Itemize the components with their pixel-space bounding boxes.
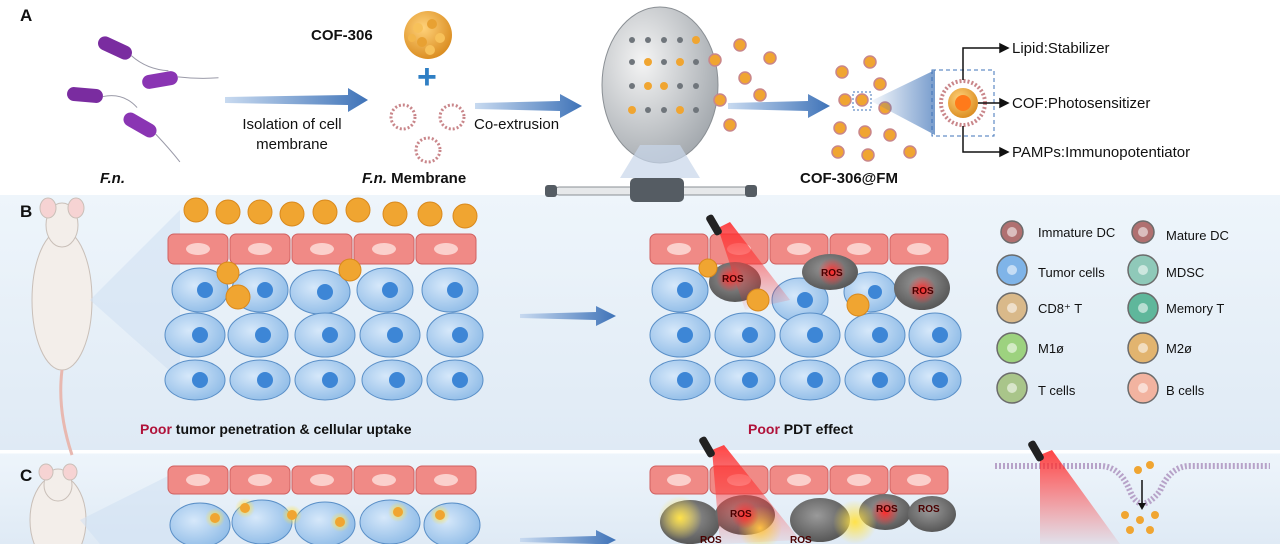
callout-lines — [962, 42, 1010, 158]
ros-label: ROS — [722, 274, 744, 285]
panel-label-a: A — [20, 6, 33, 25]
plus-sign: + — [417, 58, 437, 96]
arrow-b — [520, 306, 616, 326]
membrane-vesicles — [389, 103, 466, 164]
legend-icon-nucleus — [1007, 383, 1017, 393]
cof-particles-c-left — [205, 498, 450, 532]
ros-label: ROS — [918, 504, 940, 515]
endothelium-b-right — [649, 233, 949, 265]
tumor-nuclei-b-right — [677, 282, 948, 388]
membrane-detail-c — [995, 440, 1270, 544]
caption-b-left-rest: tumor penetration & cellular uptake — [171, 421, 412, 437]
label-cof-306-fm: COF-306@FM — [800, 170, 898, 187]
laser-b — [706, 214, 790, 310]
legend-m1: M1ø — [1038, 341, 1064, 356]
cof-particles-b-right — [698, 258, 870, 317]
label-fn-membrane-rest: Membrane — [387, 170, 467, 187]
arrow-product — [728, 94, 830, 118]
mouse-b — [31, 197, 93, 456]
arrow-isolation — [225, 88, 368, 112]
legend-tumor-cells: Tumor cells — [1038, 265, 1105, 280]
arrow1-text-line1: Isolation of cell — [242, 116, 342, 133]
ros-label: ROS — [700, 535, 722, 544]
legend-icon-nucleus — [1007, 265, 1017, 275]
zoom-cone — [871, 70, 935, 135]
legend-icon-nucleus — [1138, 343, 1148, 353]
legend-cd8-t: CD8⁺ T — [1038, 301, 1083, 316]
endothelium-c-left — [167, 465, 477, 495]
legend-icon-nucleus — [1138, 227, 1148, 237]
cof-particles-b-penetrated — [216, 258, 362, 310]
legend-immature-dc: Immature DC — [1038, 225, 1116, 240]
caption-b-right: Poor PDT effect — [748, 421, 853, 437]
label-fn: F.n. — [100, 170, 125, 187]
caption-b-left-poor: Poor — [140, 421, 172, 437]
panel-label-b: B — [20, 202, 33, 221]
legend-icons — [996, 220, 1159, 404]
mouse-tumor-zoom — [90, 210, 180, 380]
callout-pamps: PAMPs:Immunopotentiator — [1012, 144, 1191, 161]
laser-c — [699, 436, 800, 544]
legend-t-cells: T cells — [1038, 383, 1076, 398]
caption-b-right-poor: Poor — [748, 421, 780, 437]
label-fn-membrane: F.n. Membrane — [362, 170, 466, 187]
zoom-box-small — [852, 91, 872, 111]
label-fn-membrane-italic: F.n. — [362, 170, 387, 187]
cof-fm-particles — [831, 55, 917, 162]
legend-icon-nucleus — [1138, 383, 1148, 393]
legend-m2: M2ø — [1166, 341, 1192, 356]
legend-icon-nucleus — [1007, 343, 1017, 353]
legend-icon-nucleus — [1007, 303, 1017, 313]
ros-labels-c: ROS ROS ROS ROS ROS — [700, 504, 940, 544]
endothelium-c-right — [649, 465, 949, 495]
legend-icon-nucleus — [1138, 303, 1148, 313]
arrow-c — [520, 530, 616, 544]
caption-b-left: Poor tumor penetration & cellular uptake — [140, 421, 412, 437]
extruder — [545, 6, 757, 202]
legend-mdsc: MDSC — [1166, 265, 1205, 280]
callout-lipid: Lipid:Stabilizer — [1012, 40, 1110, 57]
legend-icon-nucleus — [1138, 265, 1148, 275]
ros-label: ROS — [730, 509, 752, 520]
legend-memory-t: Memory T — [1166, 301, 1225, 316]
cof-306-particle — [404, 11, 452, 59]
mouse-c-zoom — [80, 470, 180, 544]
callout-cof: COF:Photosensitizer — [1012, 95, 1151, 112]
legend-icon-nucleus — [1007, 227, 1017, 237]
ros-label: ROS — [912, 286, 934, 297]
arrow-coextrusion — [475, 94, 582, 118]
mouse-c — [29, 463, 87, 544]
cof-particles-b-top — [183, 197, 478, 229]
tumor-nuclei-b-left — [192, 282, 468, 388]
label-cof-306: COF-306 — [311, 27, 373, 44]
arrow2-text: Co-extrusion — [474, 116, 560, 133]
legend-mature-dc: Mature DC — [1166, 228, 1229, 243]
panel-label-c: C — [20, 466, 33, 485]
legend-b-cells: B cells — [1166, 383, 1205, 398]
ros-label: ROS — [790, 535, 812, 544]
endothelium-b-left — [167, 233, 477, 265]
bacteria-group — [67, 36, 219, 163]
arrow1-text-line2: membrane — [256, 136, 328, 153]
ros-labels-b: ROS ROS ROS — [722, 268, 934, 297]
caption-b-right-rest: PDT effect — [779, 421, 854, 437]
ros-label: ROS — [876, 504, 898, 515]
extruded-particles — [708, 38, 777, 132]
ros-label: ROS — [821, 268, 843, 279]
